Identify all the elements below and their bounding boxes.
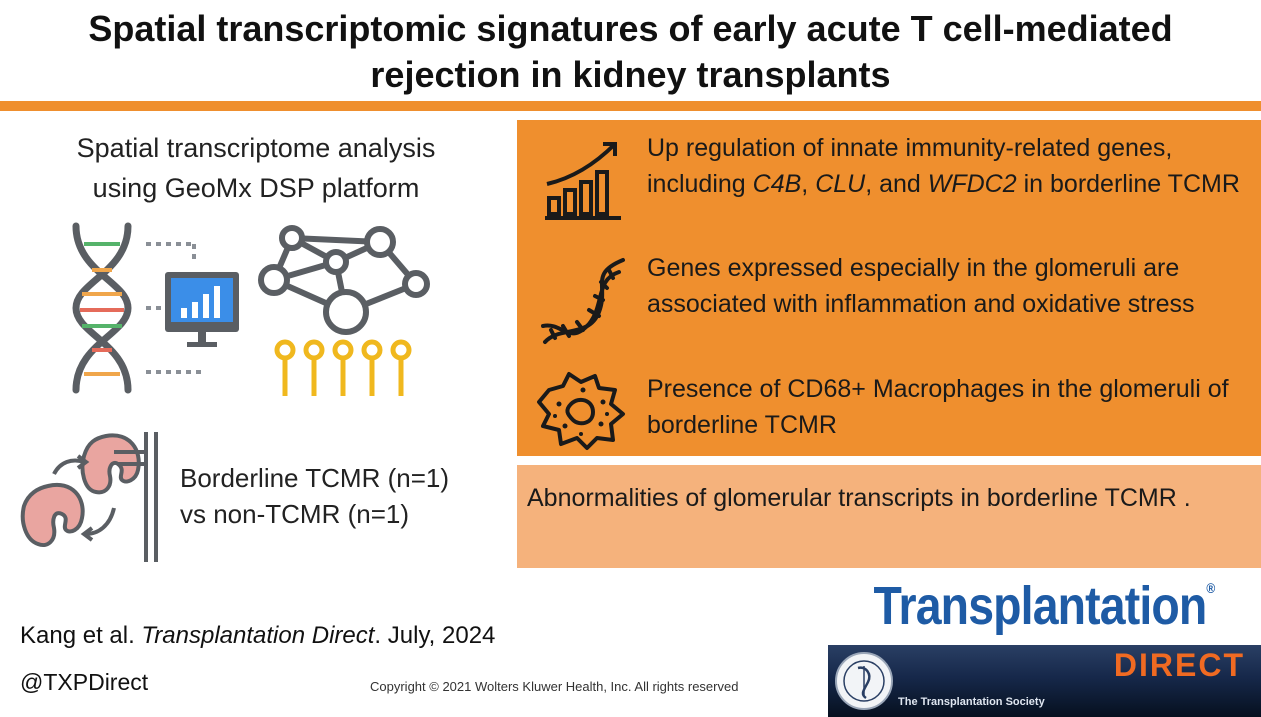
finding-1-separator: , — [801, 170, 816, 198]
twitter-handle: @TXPDirect — [20, 669, 149, 695]
finding-3: Presence of CD68+ Macrophages in the glo… — [647, 375, 1229, 439]
comparison-line-2: vs non-TCMR (n=1) — [180, 499, 409, 529]
conclusion-text: Abnormalities of glomerular transcripts … — [527, 484, 1191, 512]
citation-journal: Transplantation Direct — [141, 622, 375, 649]
citation-date: . July, 2024 — [374, 622, 496, 649]
title-divider — [0, 101, 1261, 111]
finding-1: Up regulation of innate immunity-related… — [647, 130, 1247, 202]
method-heading-line-2: using GeoMx DSP platform — [92, 173, 420, 203]
monitor-chart-icon — [165, 272, 239, 347]
gene-wfdc2: WFDC2 — [927, 170, 1017, 198]
bar-chart-up-icon — [545, 142, 621, 220]
citation-authors: Kang et al. — [20, 622, 142, 649]
conclusion-box: Abnormalities of glomerular transcripts … — [517, 465, 1261, 568]
macrophage-cell-icon — [537, 372, 625, 450]
method-heading-line-1: Spatial transcriptome analysis — [76, 133, 436, 163]
comparison-text: Borderline TCMR (n=1) vs non-TCMR (n=1) — [180, 460, 510, 532]
citation: Kang et al. Transplantation Direct. July… — [20, 620, 495, 652]
copyright-notice: Copyright © 2021 Wolters Kluwer Health, … — [370, 679, 739, 694]
journal-logo-name: Transplantation — [873, 576, 1208, 636]
finding-1-text-end: in borderline TCMR — [1016, 170, 1240, 198]
gene-c4b: C4B — [752, 170, 802, 198]
journal-logo-direct: DIRECT — [1113, 647, 1245, 683]
dotted-connectors — [146, 242, 202, 374]
comparison-line-1: Borderline TCMR (n=1) — [180, 463, 450, 493]
dna-icon — [72, 222, 132, 394]
journal-logo-wordmark: Transplantation® — [863, 573, 1224, 639]
finding-2: Genes expressed especially in the glomer… — [647, 254, 1195, 318]
finding-1-separator: , and — [865, 170, 928, 198]
network-chip-icon — [258, 225, 430, 396]
gene-clu: CLU — [815, 170, 866, 198]
key-findings-box: Up regulation of innate immunity-related… — [517, 120, 1261, 456]
kidney-transplant-icon — [20, 432, 158, 562]
society-name: The Transplantation Society — [898, 696, 1045, 708]
society-seal-icon — [835, 652, 893, 710]
dna-helix-icon — [541, 258, 625, 344]
page-title: Spatial transcriptomic signatures of ear… — [0, 6, 1261, 98]
title-line-2: rejection in kidney transplants — [370, 54, 891, 95]
registered-mark: ® — [1206, 580, 1215, 596]
journal-logo-band: DIRECT The Transplantation Society — [828, 645, 1261, 717]
method-heading: Spatial transcriptome analysis using Geo… — [20, 128, 492, 208]
finding-1-text: Up regulation of innate immunity-related… — [647, 134, 1173, 198]
title-line-1: Spatial transcriptomic signatures of ear… — [88, 8, 1173, 49]
